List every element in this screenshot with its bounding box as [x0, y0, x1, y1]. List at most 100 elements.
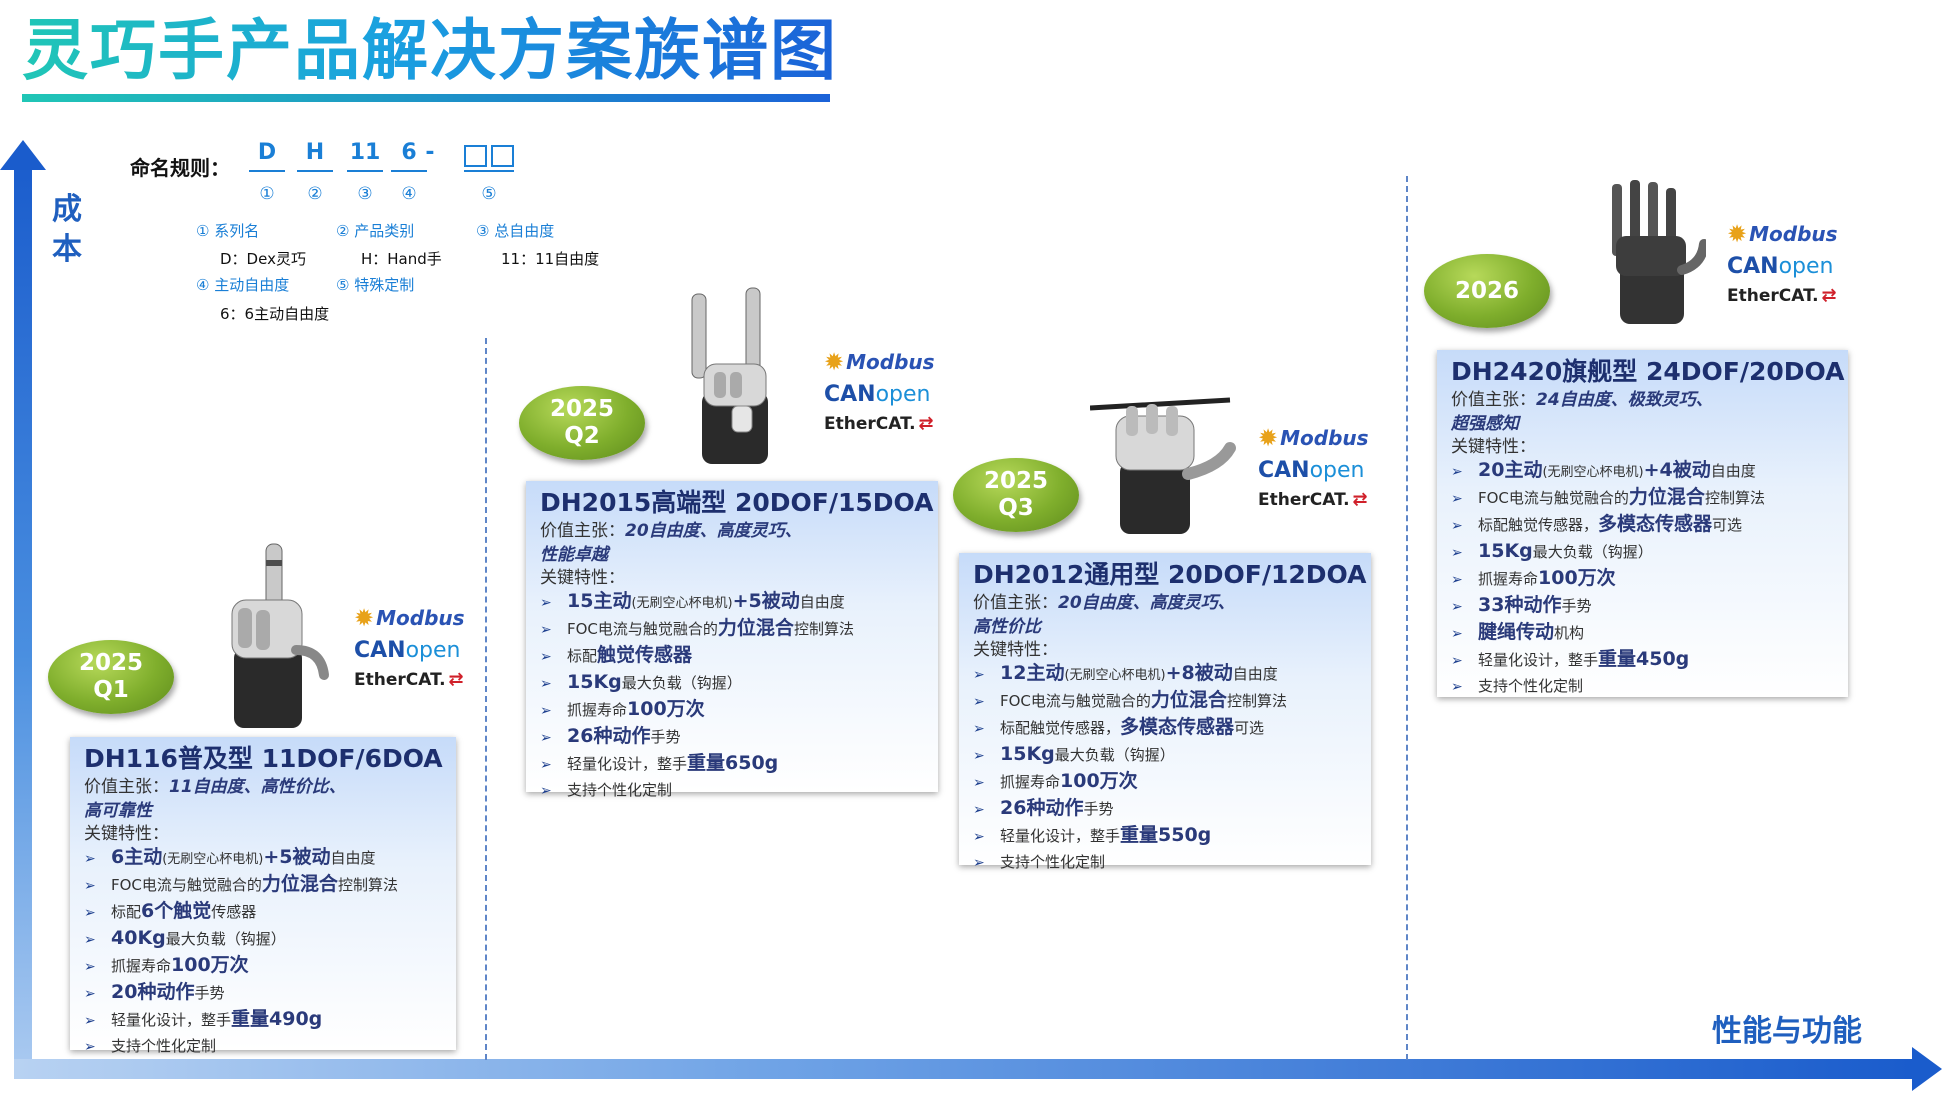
chevron-bullet-icon: ➢ [1451, 626, 1463, 642]
feature-item: ➢抓握寿命100万次 [1451, 566, 1834, 593]
chevron-bullet-icon: ➢ [84, 986, 96, 1002]
chevron-bullet-icon: ➢ [1451, 572, 1463, 588]
page-title: 灵巧手产品解决方案族谱图 [22, 6, 838, 96]
feature-item: ➢标配触觉传感器 [540, 643, 924, 670]
feature-item: ➢抓握寿命100万次 [540, 697, 924, 724]
features-heading: 关键特性： [84, 824, 169, 844]
naming-rule-dash: - [425, 140, 435, 165]
dexterous-hand-image [691, 287, 768, 464]
feature-item: ➢20主动(无刷空心杯电机)+4被动自由度 [1451, 458, 1834, 485]
performance-axis [14, 1059, 1914, 1079]
product-card-dh116: DH116普及型 11DOF/6DOA 价值主张：11自由度、高性价比、高可靠性… [70, 737, 456, 1055]
chevron-bullet-icon: ➢ [973, 748, 985, 764]
chevron-bullet-icon: ➢ [84, 851, 96, 867]
chevron-bullet-icon: ➢ [973, 775, 985, 791]
modbus-logo: Modbus [1280, 426, 1369, 450]
ethercat-arrows-icon: ⇄ [1352, 489, 1368, 510]
chevron-bullet-icon: ➢ [84, 959, 96, 975]
dexterous-hand-image [1612, 180, 1706, 324]
naming-rule-underline [297, 170, 333, 172]
feature-item: ➢15Kg最大负载（钩握） [973, 742, 1357, 769]
modbus-gear-icon: ✹ [824, 348, 845, 376]
chevron-bullet-icon: ➢ [84, 1039, 96, 1055]
year-badge: 2025 Q1 [48, 640, 174, 714]
chevron-bullet-icon: ➢ [1451, 518, 1463, 534]
modbus-logo: Modbus [1749, 222, 1838, 246]
chevron-bullet-icon: ➢ [1451, 599, 1463, 615]
legend-value: 6：6主动自由度 [220, 305, 330, 323]
chevron-bullet-icon: ➢ [1451, 679, 1463, 695]
value-proposition: 价值主张：20自由度、高度灵巧、高性价比 [973, 593, 1235, 637]
naming-rule-underline [249, 170, 285, 172]
features-heading: 关键特性： [540, 568, 625, 588]
canopen-logo: CANopen [1727, 254, 1834, 279]
feature-item: ➢26种动作手势 [540, 724, 924, 751]
badge-year: 2025 [549, 396, 614, 422]
modbus-gear-icon: ✹ [1727, 220, 1748, 248]
chevron-bullet-icon: ➢ [973, 829, 985, 845]
feature-item: ➢6主动(无刷空心杯电机)+5被动自由度 [84, 845, 442, 872]
features-heading: 关键特性： [1451, 437, 1536, 457]
legend-name: ① 系列名 [196, 222, 260, 240]
feature-item: ➢FOC电流与触觉融合的力位混合控制算法 [540, 616, 924, 643]
badge-quarter: Q3 [998, 495, 1034, 521]
naming-rule-index: ⑤ [481, 184, 497, 204]
feature-item: ➢支持个性化定制 [973, 850, 1357, 876]
feature-item: ➢标配6个触觉传感器 [84, 899, 442, 926]
naming-rule-underline [391, 170, 427, 172]
chevron-bullet-icon: ➢ [1451, 491, 1463, 507]
feature-item: ➢12主动(无刷空心杯电机)+8被动自由度 [973, 661, 1357, 688]
chevron-bullet-icon: ➢ [540, 757, 552, 773]
modbus-gear-icon: ✹ [1258, 424, 1279, 452]
chevron-bullet-icon: ➢ [973, 802, 985, 818]
value-proposition: 价值主张：11自由度、高性价比、高可靠性 [84, 777, 346, 821]
feature-item: ➢轻量化设计，整手重量490g [84, 1007, 442, 1034]
ethercat-arrows-icon: ⇄ [448, 669, 464, 690]
legend-value: D：Dex灵巧 [220, 250, 306, 268]
product-title: DH2420旗舰型 24DOF/20DOA [1451, 357, 1845, 386]
badge-quarter: Q2 [564, 423, 600, 449]
badge-year: 2026 [1454, 277, 1519, 304]
chevron-bullet-icon: ➢ [973, 721, 985, 737]
product-card-dh2420: DH2420旗舰型 24DOF/20DOA 价值主张：24自由度、极致灵巧、超强… [1437, 350, 1848, 697]
feature-item: ➢FOC电流与触觉融合的力位混合控制算法 [1451, 485, 1834, 512]
legend-name: ⑤ 特殊定制 [336, 276, 415, 294]
naming-rule-code: 11 [349, 140, 381, 165]
badge-year: 2025 [78, 650, 143, 676]
legend-value: 11：11自由度 [501, 250, 600, 268]
product-title: DH2015高端型 20DOF/15DOA [540, 488, 934, 517]
chevron-bullet-icon: ➢ [973, 667, 985, 683]
title-underline [22, 94, 830, 102]
dexterous-hand-image [1090, 397, 1236, 534]
ethercat-logo: EtherCAT.⇄ [1727, 285, 1837, 306]
chevron-bullet-icon: ➢ [1451, 653, 1463, 669]
performance-axis-label: 性能与功能 [1712, 1014, 1862, 1049]
canopen-logo: CANopen [824, 382, 931, 407]
feature-item: ➢20种动作手势 [84, 980, 442, 1007]
naming-rule-custom-boxes [464, 145, 514, 167]
chevron-bullet-icon: ➢ [540, 649, 552, 665]
chevron-bullet-icon: ➢ [1451, 464, 1463, 480]
feature-item: ➢标配触觉传感器，多模态传感器可选 [973, 715, 1357, 742]
canopen-logo: CANopen [354, 638, 461, 663]
cost-axis-label: 成本 [52, 192, 82, 267]
feature-item: ➢标配触觉传感器，多模态传感器可选 [1451, 512, 1834, 539]
modbus-logo: Modbus [376, 606, 465, 630]
product-card-dh2012: DH2012通用型 20DOF/12DOA 价值主张：20自由度、高度灵巧、高性… [959, 553, 1371, 871]
feature-list: ➢15主动(无刷空心杯电机)+5被动自由度➢FOC电流与触觉融合的力位混合控制算… [540, 589, 924, 804]
naming-rule-code: 6 [401, 140, 417, 165]
feature-item: ➢15Kg最大负载（钩握） [1451, 539, 1834, 566]
feature-item: ➢抓握寿命100万次 [84, 953, 442, 980]
naming-rule-index: ① [259, 184, 275, 204]
product-title: DH2012通用型 20DOF/12DOA [973, 560, 1367, 589]
chevron-bullet-icon: ➢ [540, 730, 552, 746]
feature-list: ➢6主动(无刷空心杯电机)+5被动自由度➢FOC电流与触觉融合的力位混合控制算法… [84, 845, 442, 1060]
protocol-logos: ✹Modbus CANopen EtherCAT.⇄ [824, 348, 935, 434]
year-badge: 2025 Q3 [953, 458, 1079, 532]
chevron-bullet-icon: ➢ [540, 622, 552, 638]
naming-rule-code: H [305, 140, 325, 165]
chevron-bullet-icon: ➢ [973, 855, 985, 871]
badge-year: 2025 [983, 468, 1048, 494]
feature-item: ➢轻量化设计，整手重量550g [973, 823, 1357, 850]
chevron-bullet-icon: ➢ [1451, 545, 1463, 561]
